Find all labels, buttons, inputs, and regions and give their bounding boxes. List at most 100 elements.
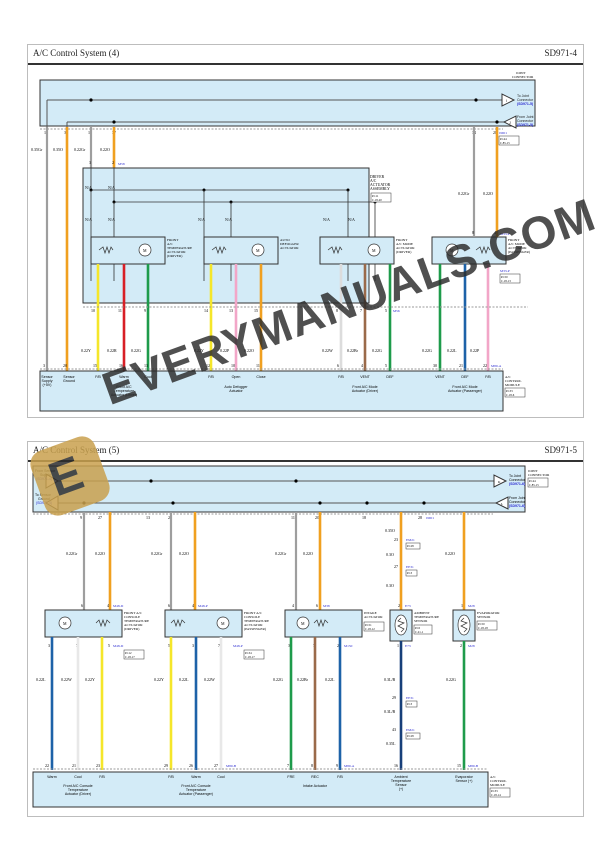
svg-text:CONNECTOR: CONNECTOR	[512, 75, 534, 79]
svg-text:P.151: P.151	[365, 623, 372, 627]
svg-text:EE31: EE31	[406, 565, 414, 569]
svg-text:M58: M58	[118, 162, 125, 166]
svg-text:12: 12	[206, 363, 210, 368]
svg-text:ACTUATOR: ACTUATOR	[508, 246, 527, 250]
svg-text:0.22G: 0.22G	[422, 348, 432, 353]
svg-text:(+): (+)	[399, 787, 404, 791]
svg-text:M48-P: M48-P	[233, 644, 243, 648]
svg-text:13: 13	[146, 515, 150, 520]
svg-text:Cool: Cool	[217, 775, 225, 779]
svg-text:43: 43	[392, 727, 396, 732]
svg-text:To Joint: To Joint	[509, 474, 521, 478]
svg-text:0.22W: 0.22W	[204, 677, 215, 682]
svg-text:18: 18	[362, 515, 366, 520]
svg-text:C.85-15: C.85-15	[500, 141, 510, 145]
svg-text:0.22W: 0.22W	[322, 348, 333, 353]
svg-text:J: J	[509, 121, 511, 125]
svg-text:0.22L: 0.22L	[179, 677, 189, 682]
svg-text:M48-D: M48-D	[113, 604, 124, 608]
svg-text:22: 22	[483, 363, 487, 368]
svg-text:A/C MODE: A/C MODE	[508, 242, 525, 246]
svg-text:0.22G: 0.22G	[131, 348, 141, 353]
svg-text:ACTUATOR: ACTUATOR	[167, 250, 186, 254]
svg-text:K: K	[498, 480, 501, 484]
svg-text:Actuator (Driver): Actuator (Driver)	[111, 393, 137, 397]
svg-text:3: 3	[288, 643, 290, 648]
svg-text:N/A: N/A	[85, 217, 92, 222]
svg-text:20: 20	[63, 363, 67, 368]
svg-text:0.22L: 0.22L	[447, 348, 457, 353]
svg-text:4: 4	[107, 603, 109, 608]
svg-text:EE31: EE31	[406, 696, 414, 700]
svg-text:6: 6	[337, 363, 339, 368]
svg-text:0.22L: 0.22L	[325, 677, 335, 682]
svg-text:ACTUATOR: ACTUATOR	[370, 183, 391, 187]
svg-text:15: 15	[254, 308, 258, 313]
svg-text:P.144: P.144	[529, 479, 536, 483]
svg-text:0.3O: 0.3O	[386, 583, 394, 588]
svg-text:P.13: P.13	[407, 571, 413, 575]
svg-text:4: 4	[192, 603, 194, 608]
svg-text:16: 16	[394, 763, 398, 768]
svg-text:C.18-17: C.18-17	[125, 655, 135, 659]
svg-text:23: 23	[394, 537, 398, 542]
svg-text:7: 7	[218, 643, 220, 648]
svg-text:E73: E73	[405, 644, 411, 648]
svg-text:CONTROL: CONTROL	[505, 379, 522, 383]
svg-text:JM01: JM01	[499, 131, 507, 135]
svg-text:TEMPERATURE: TEMPERATURE	[124, 619, 149, 623]
svg-text:8: 8	[311, 763, 313, 768]
svg-text:4: 4	[494, 230, 496, 235]
svg-text:C.21-1: C.21-1	[415, 630, 424, 634]
svg-text:0.22O: 0.22O	[483, 191, 493, 196]
svg-text:(SD971-6): (SD971-6)	[509, 482, 525, 486]
svg-text:N/A: N/A	[108, 185, 115, 190]
svg-text:2: 2	[460, 643, 462, 648]
svg-text:M80-B: M80-B	[468, 764, 479, 768]
svg-text:ACTUATOR: ACTUATOR	[396, 246, 415, 250]
svg-text:FRONT: FRONT	[396, 238, 408, 242]
svg-text:AUTO: AUTO	[280, 238, 290, 242]
svg-text:M: M	[372, 248, 376, 253]
svg-text:3: 3	[43, 363, 45, 368]
svg-text:0.22P: 0.22P	[470, 348, 480, 353]
svg-text:(SD971-5): (SD971-5)	[517, 123, 533, 127]
svg-text:13: 13	[229, 308, 233, 313]
svg-text:SENSOR: SENSOR	[477, 615, 491, 619]
svg-text:0.3O: 0.3O	[386, 552, 394, 557]
svg-text:M48-P: M48-P	[198, 604, 208, 608]
svg-text:Sensor: Sensor	[395, 783, 407, 787]
svg-text:9: 9	[80, 515, 82, 520]
svg-text:11: 11	[118, 308, 122, 313]
svg-text:M56: M56	[393, 309, 400, 313]
svg-text:P.133: P.133	[491, 789, 498, 793]
svg-text:REC: REC	[311, 775, 319, 779]
svg-text:16: 16	[119, 363, 123, 368]
svg-text:0.3L/B: 0.3L/B	[384, 677, 396, 682]
svg-text:DEF: DEF	[461, 375, 469, 379]
svg-text:9: 9	[144, 308, 146, 313]
svg-text:0.22O: 0.22O	[244, 348, 254, 353]
svg-text:MODULE: MODULE	[505, 383, 520, 387]
svg-text:CONNECTOR: CONNECTOR	[528, 473, 550, 477]
svg-text:Sensor: Sensor	[41, 375, 53, 379]
svg-text:CONTROL: CONTROL	[490, 779, 507, 783]
svg-text:27: 27	[214, 763, 218, 768]
svg-text:1: 1	[397, 643, 399, 648]
svg-text:A/C: A/C	[505, 375, 512, 379]
svg-text:0.35L: 0.35L	[386, 741, 396, 746]
svg-text:FRONT: FRONT	[508, 238, 520, 242]
svg-text:M: M	[63, 621, 67, 626]
svg-text:Open: Open	[232, 375, 241, 379]
svg-text:15: 15	[457, 763, 461, 768]
svg-text:Actuator (Driver): Actuator (Driver)	[352, 389, 378, 393]
svg-text:N/A: N/A	[323, 217, 330, 222]
svg-text:0.22O: 0.22O	[95, 551, 105, 556]
svg-text:Front A/C Console: Front A/C Console	[63, 784, 92, 788]
diagram-page-sd971-4: A/C Control System (4) SD971-4 I J To Jo…	[27, 44, 584, 418]
svg-text:ACTUATOR: ACTUATOR	[124, 623, 143, 627]
svg-text:0.22Gr: 0.22Gr	[458, 191, 470, 196]
svg-text:M38: M38	[323, 604, 330, 608]
svg-text:P.10: P.10	[415, 626, 421, 630]
